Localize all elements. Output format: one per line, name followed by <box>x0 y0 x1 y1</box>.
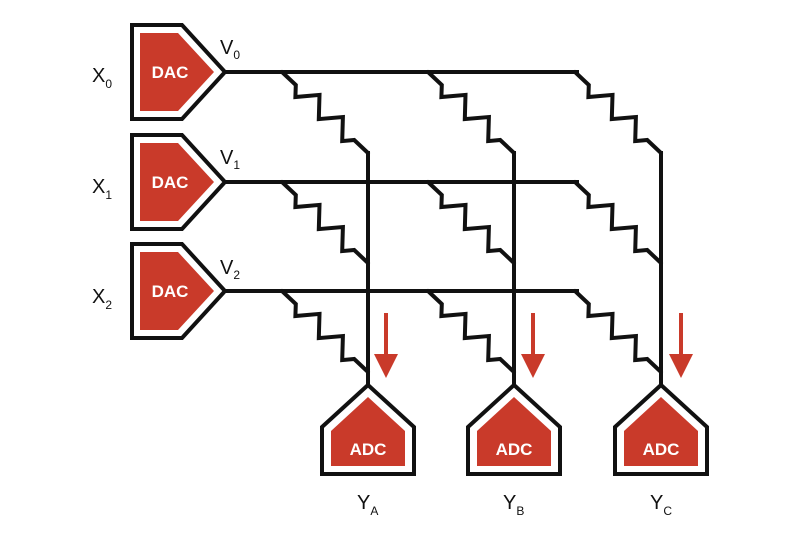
dac-body <box>140 33 214 111</box>
adc-body <box>624 397 698 466</box>
resistor-r1-a <box>280 180 370 265</box>
adc-block-c: ADC <box>613 382 709 476</box>
adc-body <box>477 397 551 466</box>
dac-block-1: DAC <box>130 133 228 231</box>
voltage-label-v2: V2 <box>220 257 240 282</box>
adc-body <box>331 397 405 466</box>
input-label-x1: X1 <box>92 176 112 202</box>
output-label-yc: YC <box>650 492 672 518</box>
input-label-x0: X0 <box>92 65 112 91</box>
input-label-x2: X2 <box>92 286 112 312</box>
dac-label: DAC <box>152 173 189 192</box>
dac-label: DAC <box>152 282 189 301</box>
resistor-r0-a <box>280 70 370 155</box>
current-arrows <box>374 313 693 378</box>
resistor-r2-b <box>426 289 516 374</box>
dac-label: DAC <box>152 63 189 82</box>
adc-label: ADC <box>643 440 680 459</box>
dac-body <box>140 252 214 330</box>
resistor-r2-a <box>280 289 370 374</box>
voltage-label-v0: V0 <box>220 37 240 62</box>
adc-label: ADC <box>350 440 387 459</box>
resistor-r1-b <box>426 180 516 265</box>
adc-block-a: ADC <box>320 382 416 476</box>
dac-block-0: DAC <box>130 23 228 121</box>
column-wires <box>366 151 663 386</box>
dac-block-2: DAC <box>130 242 228 340</box>
dac-body <box>140 143 214 221</box>
resistor-r2-c <box>573 289 663 374</box>
row-wires <box>223 70 579 293</box>
resistor-array <box>280 70 663 374</box>
adc-block-b: ADC <box>466 382 562 476</box>
resistor-r0-c <box>573 70 663 155</box>
output-label-ya: YA <box>357 492 378 518</box>
resistor-r1-c <box>573 180 663 265</box>
output-label-yb: YB <box>503 492 524 518</box>
adc-label: ADC <box>496 440 533 459</box>
voltage-label-v1: V1 <box>220 147 240 172</box>
resistor-r0-b <box>426 70 516 155</box>
